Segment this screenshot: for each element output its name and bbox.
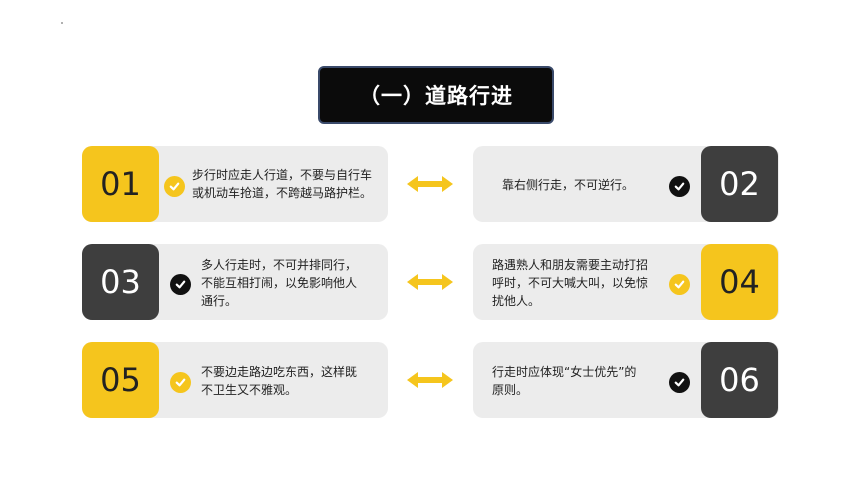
- double-arrow-icon: [407, 274, 453, 290]
- item-text-06: 行走时应体现“女士优先”的 原则。: [492, 365, 637, 397]
- item-text-02: 靠右侧行走，不可逆行。: [502, 178, 635, 192]
- double-arrow-icon: [407, 372, 453, 388]
- item-number-04: 04: [701, 244, 778, 320]
- check-icon: [669, 372, 690, 393]
- section-title-box: （一）道路行进: [318, 66, 554, 124]
- check-icon: [170, 372, 191, 393]
- item-number-03: 03: [82, 244, 159, 320]
- check-icon: [669, 274, 690, 295]
- item-text-03: 多人行走时，不可并排同行， 不能互相打闹，以免影响他人 通行。: [201, 258, 358, 308]
- item-number-01: 01: [82, 146, 159, 222]
- check-icon: [669, 176, 690, 197]
- double-arrow-icon: [407, 176, 453, 192]
- item-text-04: 路遇熟人和朋友需要主动打招 呼时，不可大喊大叫，以免惊 扰他人。: [492, 258, 649, 308]
- section-title: （一）道路行进: [359, 84, 513, 108]
- item-text-01: 步行时应走人行道，不要与自行车 或机动车抢道，不跨越马路护栏。: [192, 168, 373, 200]
- item-number-06: 06: [701, 342, 778, 418]
- check-icon: [164, 176, 185, 197]
- item-number-05: 05: [82, 342, 159, 418]
- item-number-02: 02: [701, 146, 778, 222]
- check-icon: [170, 274, 191, 295]
- decor-dot: [61, 22, 63, 24]
- item-text-05: 不要边走路边吃东西，这样既 不卫生又不雅观。: [201, 365, 358, 397]
